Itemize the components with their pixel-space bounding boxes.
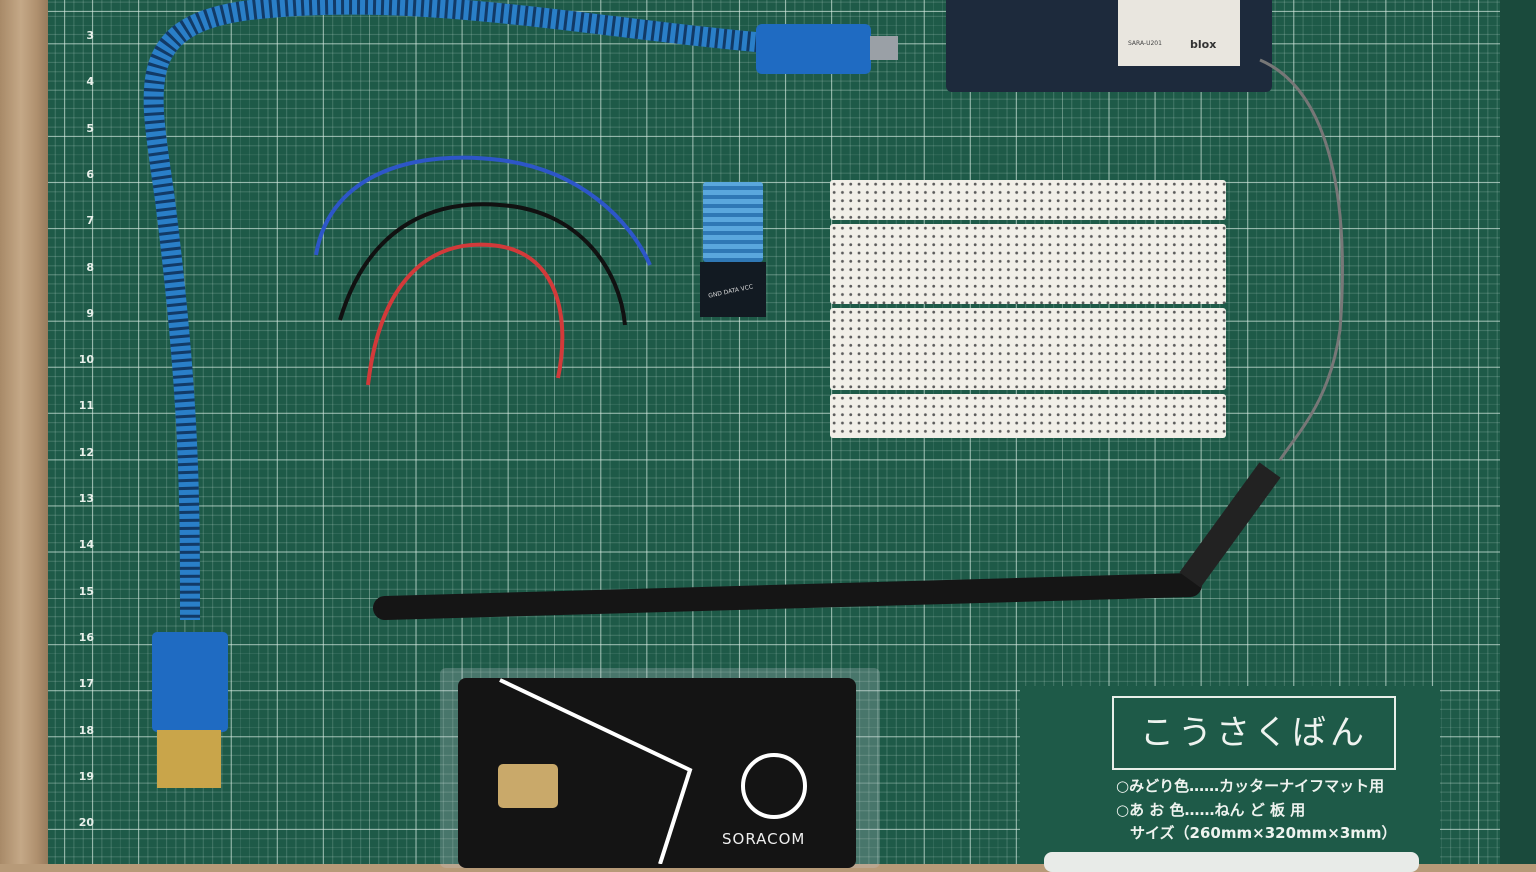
jumper-wire-red [366,242,565,386]
cellular-module [1118,0,1240,66]
breadboard-power-rail [830,180,1226,220]
ruler-number: 13 [78,492,94,505]
ruler-number: 6 [86,167,94,181]
ruler-number: 12 [78,445,94,459]
breadboard-top [830,224,1226,304]
jumper-wire-black [338,202,627,326]
breadboard-bottom [830,308,1226,390]
mat-label-area [1020,686,1440,864]
mat-label-line: ○あ お 色……ねん ど 板 用 [1116,801,1306,819]
ruler-number: 10 [78,353,94,367]
ruler-number: 20 [78,816,94,830]
sim-brand: SORACOM [722,830,806,848]
ruler-number: 14 [78,538,94,552]
dht11-sensor [703,182,763,262]
sim-card-line-art [499,678,693,864]
ruler-number: 19 [78,769,94,783]
ruler-number: 11 [78,399,94,413]
usb-cable-pattern [143,0,791,621]
soracom-logo-icon [741,753,807,819]
sim-chip [498,764,558,808]
breadboard-power-rail [830,394,1226,438]
antenna-cable [1259,58,1344,461]
jumper-wire-blue [314,155,652,266]
ruler-number: 15 [78,584,94,598]
ruler-number: 4 [86,75,94,89]
antenna-connector [1179,462,1281,588]
mat-label-title: こうさくばん [1112,696,1396,770]
ruler-number: 18 [78,723,94,737]
ruler-number: 9 [86,306,94,320]
mat-label-line: サイズ（260mm×320mm×3mm） [1130,824,1397,842]
ruler-number: 16 [78,630,94,644]
ruler-number: 17 [78,677,94,691]
module-brand: blox [1190,38,1217,51]
ruler-number: 7 [86,214,94,228]
usb-a-tip [157,730,221,788]
micro-usb-plug [756,24,871,74]
mat-label-line: ○みどり色……カッターナイフマット用 [1116,777,1385,795]
ruler-number: 3 [86,29,94,42]
module-model: SARA-U201 [1128,40,1162,47]
micro-usb-tip [870,36,898,60]
wooden-table [0,0,52,864]
mat-edge [1500,0,1536,864]
usb-a-plug [152,632,228,732]
sensor-pcb [700,262,766,317]
ruler-number: 5 [86,121,94,135]
antenna [373,573,1202,620]
ruler-number: 8 [86,260,94,274]
